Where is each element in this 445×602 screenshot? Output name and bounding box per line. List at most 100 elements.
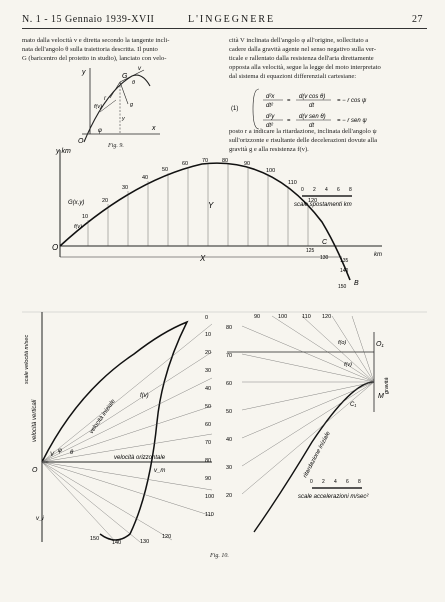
eq2-rhs-den: dt xyxy=(309,123,314,129)
header-rule xyxy=(22,28,427,29)
traj-mark: 125 xyxy=(306,248,315,254)
traj-c-label: C xyxy=(322,239,328,246)
fig9-r-label: r xyxy=(104,96,107,102)
fig10-right-fan xyxy=(241,315,375,495)
fig9-caption: Fig. 9. xyxy=(108,143,124,149)
fig10-number: 20 xyxy=(226,493,232,499)
eq2-lhs-den: dt² xyxy=(266,123,274,129)
post-text-line: gravità g e alla resistenza f(v). xyxy=(229,145,309,153)
fig10-vm-label: v_m xyxy=(154,468,165,474)
traj-marks-top: 10 20 30 40 50 60 70 80 90 100 110 120 xyxy=(82,158,317,220)
fig10-number: 130 xyxy=(140,539,149,545)
equation-number: (1) xyxy=(231,106,238,112)
fig10-number: 30 xyxy=(205,368,211,374)
fig10-caption: Fig. 10. xyxy=(210,553,229,559)
fig9-fv-label: f(v) xyxy=(94,104,102,110)
fig10-number: 0 xyxy=(205,315,208,321)
fig9-velocity-vector xyxy=(119,69,145,83)
fig10-scale-tick: 0 xyxy=(310,479,313,485)
fig10-number: 100 xyxy=(278,314,287,320)
eq2-result: = − r sen ψ xyxy=(337,118,367,124)
traj-mark: 30 xyxy=(122,185,128,191)
fig10-fv-label: f(v) xyxy=(140,393,149,399)
header-center: L'INGEGNERE xyxy=(188,14,276,25)
post-text-line: posto r a indicare la ritardazione, incl… xyxy=(229,128,377,135)
traj-x-label: X xyxy=(199,254,206,263)
traj-mark: 110 xyxy=(288,180,297,186)
fig10-number: 120 xyxy=(322,314,331,320)
fig10-numbers-right: 80 70 60 50 40 30 20 xyxy=(226,325,232,499)
right-text: cità V inclinata dell'angolo φ all'origi… xyxy=(229,37,429,82)
fig10-gravity-label: gravità xyxy=(384,377,390,394)
fig10-number: 80 xyxy=(226,325,232,331)
left-text-line: G (baricentro del proietto in studio), l… xyxy=(22,54,167,62)
traj-scale-tick: 6 xyxy=(337,187,340,193)
traj-origin: O xyxy=(52,243,58,252)
eq1-lhs-den: dt² xyxy=(266,103,274,109)
fig10-vi-label: v_i xyxy=(36,516,44,522)
fig10-number: 70 xyxy=(205,440,211,446)
post-text-line: sull'orizzonte e risultante delle decele… xyxy=(229,136,378,144)
fig10-number: 50 xyxy=(226,409,232,415)
left-text-line: mato dalla velocità v e diretta secondo … xyxy=(22,37,170,44)
fig10-right-curve xyxy=(253,381,375,533)
fig10-number: 90 xyxy=(205,476,211,482)
fig10-fv-right-label: f(v) xyxy=(344,362,352,368)
fig10-number: 30 xyxy=(226,465,232,471)
eq2-equals: = xyxy=(287,118,291,124)
right-text-line: dal sistema di equazioni differenziali c… xyxy=(229,72,357,80)
traj-mark: 90 xyxy=(244,161,250,167)
fig10-scale-tick: 2 xyxy=(322,479,325,485)
traj-mark: 40 xyxy=(142,175,148,181)
eq2-rhs-num: d(v sen θ) xyxy=(299,114,326,120)
traj-mark: 120 xyxy=(308,198,317,204)
traj-mark: 130 xyxy=(320,255,329,261)
fig9-x-label: x xyxy=(151,125,156,132)
fig10-phi-label: φ xyxy=(58,448,62,454)
equation-brace xyxy=(252,88,260,130)
fig10-scale-left-label: scale velocità m/sec xyxy=(24,335,30,384)
fig10-ritard-label: ritardazione iniziale xyxy=(302,430,332,479)
fig10-c1-label: C₁ xyxy=(350,402,356,408)
fig10-number: 60 xyxy=(205,422,211,428)
traj-km-label: km xyxy=(374,252,382,258)
traj-mark: 140 xyxy=(340,268,349,274)
traj-b-label: B xyxy=(354,280,359,287)
post-text: posto r a indicare la ritardazione, incl… xyxy=(229,128,429,155)
fig9-phi-label: φ xyxy=(98,128,102,134)
fig10-o1-label: O₁ xyxy=(376,341,384,348)
fig10-right-scale: 0 2 4 6 8 scale accelerazioni m/sec² xyxy=(298,479,369,500)
traj-scale-tick: 4 xyxy=(325,187,328,193)
fig10-scale-tick: 6 xyxy=(346,479,349,485)
traj-mark: 135 xyxy=(340,258,349,264)
fig10-number: 150 xyxy=(90,536,99,542)
figure-10: 0 10 20 30 40 50 60 70 80 90 100 110 120… xyxy=(22,311,427,546)
fig10-number: 110 xyxy=(302,314,311,320)
traj-scale-tick: 2 xyxy=(313,187,316,193)
fig10-number: 70 xyxy=(226,353,232,359)
traj-mark: 20 xyxy=(102,198,108,204)
fig10-number: 60 xyxy=(226,381,232,387)
fig9-y-label: y xyxy=(81,69,86,76)
fig10-numbers-top-right: 90 100 110 120 xyxy=(254,314,331,320)
right-text-line: cadere dalla gravità agente nel senso ne… xyxy=(229,45,377,53)
traj-y-label: y km xyxy=(55,148,71,155)
traj-mark: 60 xyxy=(182,161,188,167)
fig9-g-small: g xyxy=(130,102,134,108)
fig9-fv-vector xyxy=(99,99,117,113)
figure-trajectory: y km O X km C B G(x,y) f(v) Y 10 20 30 4… xyxy=(52,148,382,290)
fig10-number: 100 xyxy=(205,494,214,500)
header-left: N. 1 - 15 Gennaio 1939-XVII xyxy=(22,14,155,25)
fig10-number: 110 xyxy=(205,512,214,518)
fig9-g-label: G xyxy=(122,73,128,80)
eq1-result: = − r cos ψ xyxy=(337,98,367,104)
left-text-line: nata dell'angolo θ sulla traiettoria des… xyxy=(22,45,158,53)
fig10-theta-label: θ xyxy=(70,450,74,456)
traj-mark: 70 xyxy=(202,158,208,164)
eq1-rhs-num: d(v cos θ) xyxy=(299,94,325,100)
traj-fv-label: f(v) xyxy=(74,224,82,230)
fig10-number: 140 xyxy=(112,540,121,546)
figure-9: y x O G v r f(v) θ φ y g xyxy=(78,66,160,145)
traj-scale: 0 2 4 6 8 scale spostamenti km xyxy=(294,187,352,208)
